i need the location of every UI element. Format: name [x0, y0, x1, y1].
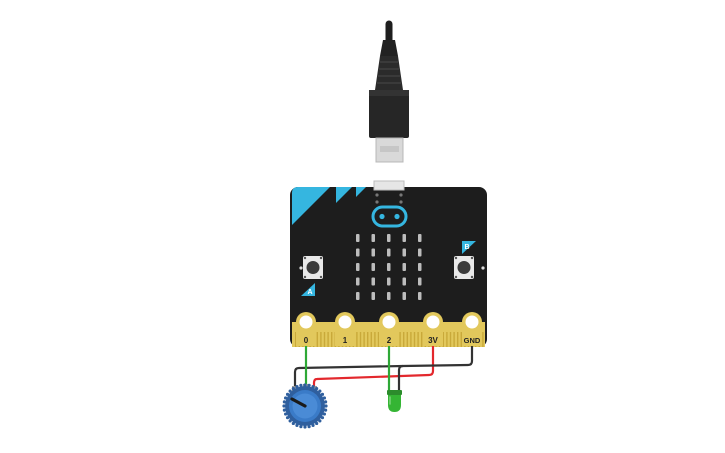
matrix-led	[418, 277, 422, 286]
matrix-led	[387, 234, 391, 242]
matrix-led	[418, 263, 422, 271]
matrix-led	[402, 292, 406, 300]
matrix-led	[402, 263, 406, 271]
matrix-led	[402, 277, 406, 286]
led-icon[interactable]	[387, 390, 402, 412]
pot-tooth	[282, 404, 286, 408]
edge-finger	[295, 332, 297, 347]
edge-finger	[367, 332, 369, 347]
edge-finger	[460, 332, 462, 347]
svg-text:A: A	[307, 289, 312, 296]
edge-finger	[406, 332, 408, 347]
matrix-led	[387, 263, 391, 271]
edge-finger	[482, 332, 484, 347]
microbit-logo-stripe	[356, 187, 366, 197]
pot-tooth	[282, 408, 286, 412]
edge-finger	[370, 332, 372, 347]
pot-tooth	[303, 425, 307, 429]
pin-1-label: 1	[343, 336, 348, 345]
edge-finger	[421, 332, 423, 347]
pin-1[interactable]: 1	[335, 312, 355, 346]
microbit-board[interactable]: A B 0	[290, 180, 487, 347]
pot-tooth	[303, 383, 307, 387]
wire-3v[interactable]	[312, 346, 435, 388]
pot-tooth	[299, 383, 303, 387]
svg-text:B: B	[464, 244, 469, 251]
matrix-led	[371, 292, 375, 300]
matrix-led	[371, 248, 375, 257]
pin-gnd[interactable]: GND	[462, 312, 482, 346]
matrix-led	[371, 234, 375, 242]
edge-finger	[399, 332, 401, 347]
wire-gnd[interactable]	[397, 346, 474, 392]
edge-finger	[320, 332, 322, 347]
pin-3v[interactable]: 3V	[423, 312, 443, 346]
button-a[interactable]	[299, 256, 323, 279]
edge-finger	[359, 332, 362, 347]
button-b[interactable]	[454, 256, 485, 279]
pot-tooth	[324, 400, 328, 404]
matrix-led	[402, 234, 406, 242]
wire-gnd-pot[interactable]	[293, 364, 404, 390]
microbit-logo-stripe	[336, 187, 352, 203]
wires	[293, 346, 474, 394]
matrix-led	[418, 248, 422, 257]
pin-2-label: 2	[387, 336, 392, 345]
edge-finger	[417, 332, 419, 347]
matrix-led	[402, 248, 406, 257]
matrix-led	[387, 277, 391, 286]
potentiometer-icon[interactable]	[282, 383, 328, 429]
matrix-led	[356, 277, 360, 286]
edge-finger	[442, 332, 444, 347]
matrix-led	[371, 263, 375, 271]
usb-port	[373, 180, 405, 191]
matrix-led	[418, 234, 422, 242]
edge-finger	[449, 332, 452, 347]
edge-finger	[331, 332, 333, 347]
edge-finger	[457, 332, 459, 347]
edge-finger	[323, 332, 326, 347]
edge-finger	[410, 332, 412, 347]
button-a-label: A	[301, 283, 315, 296]
edge-finger	[356, 332, 358, 347]
pot-tooth	[299, 425, 303, 429]
edge-finger	[363, 332, 365, 347]
matrix-led	[356, 292, 360, 300]
matrix-led	[356, 263, 360, 271]
pin-0-label: 0	[304, 336, 309, 345]
edge-finger	[377, 332, 380, 347]
usb-cable-icon[interactable]	[369, 20, 409, 163]
edge-finger	[446, 332, 448, 347]
matrix-led	[356, 248, 360, 257]
pot-tooth	[324, 408, 328, 412]
matrix-led	[387, 248, 391, 257]
pin-3v-label: 3V	[428, 336, 438, 345]
microbit-logo-stripe	[292, 187, 330, 225]
matrix-led	[371, 277, 375, 286]
edge-finger	[327, 332, 329, 347]
edge-finger	[413, 332, 416, 347]
matrix-led	[356, 234, 360, 242]
pot-tooth	[282, 400, 286, 404]
pot-tooth	[324, 404, 328, 408]
edge-finger	[403, 332, 405, 347]
pin-0[interactable]: 0	[296, 312, 316, 346]
matrix-led	[418, 292, 422, 300]
matrix-led	[387, 292, 391, 300]
pot-tooth	[307, 383, 311, 387]
edge-finger	[374, 332, 376, 347]
pin-gnd-label: GND	[464, 336, 481, 345]
face-logo-icon	[371, 205, 408, 228]
button-b-label: B	[462, 241, 476, 254]
pot-tooth	[307, 425, 311, 429]
edge-finger	[316, 332, 318, 347]
pin-2[interactable]: 2	[379, 312, 399, 346]
led-matrix	[356, 234, 422, 300]
edge-finger	[453, 332, 455, 347]
